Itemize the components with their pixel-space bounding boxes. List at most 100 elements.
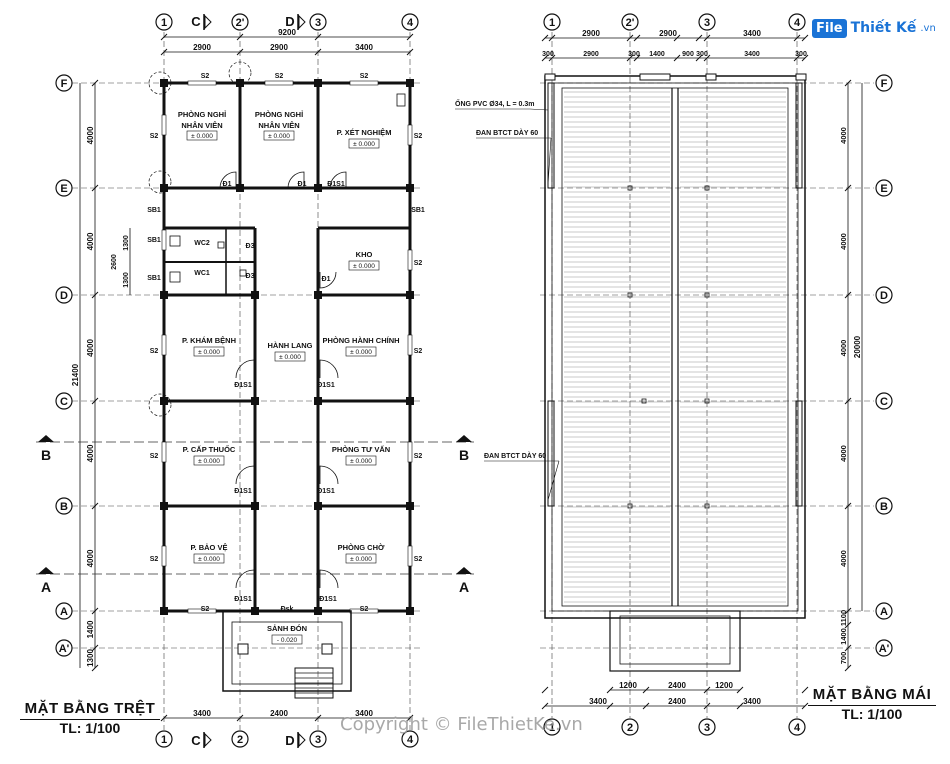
- room-name: SẢNH ĐÓN: [267, 624, 307, 633]
- room-name: PHÒNG CHỜ: [338, 543, 385, 552]
- room-name: HÀNH LANG: [268, 341, 313, 350]
- room-name: P. CẤP THUỐC: [183, 444, 236, 454]
- left-axis-bubble-2-circle: [55, 286, 73, 304]
- roof-bottom-axis-3-label: 4: [794, 722, 801, 734]
- pipe-outlet-3: [795, 73, 807, 81]
- toilet-1: [169, 235, 181, 247]
- logo-domain: .vn: [920, 22, 936, 34]
- tag-s2-4: S2: [414, 133, 423, 140]
- room-3: KHO± 0.000: [348, 250, 380, 271]
- roof-right-axis-0-circle: [875, 74, 893, 92]
- bottom-axis-bubble-4-label: 3: [315, 734, 321, 746]
- tag-s2-10: S2: [275, 73, 284, 80]
- dim-tick: [626, 34, 634, 42]
- dim-bottom-2: 3400: [355, 709, 373, 718]
- window-top-0: [187, 80, 217, 86]
- window-top-2: [349, 80, 379, 86]
- dim-tick: [314, 48, 322, 56]
- gutter-right-1: [795, 400, 803, 507]
- roof-dim-right-7: 700: [839, 652, 848, 665]
- left-axis-bubble-6-label: A': [59, 643, 70, 655]
- roof-dim-bottom2-0: 3400: [589, 697, 607, 706]
- marker-5: [704, 398, 710, 404]
- roof-bottom-axis-2-circle: [698, 718, 716, 736]
- marker-2: [627, 292, 633, 298]
- window-0: [161, 114, 167, 136]
- dim-tick: [844, 664, 852, 672]
- dim-tick: [801, 702, 809, 710]
- column-3: [406, 79, 414, 87]
- tag-sb1-0: SB1: [147, 207, 161, 214]
- roof-right-axis-2-circle: [875, 286, 893, 304]
- roof-right-axis-3-circle: [875, 392, 893, 410]
- roof-dim-top2-1: 2900: [583, 51, 599, 58]
- door-2: [287, 171, 305, 189]
- roof-top-axis-1-circle: [621, 13, 639, 31]
- column-17: [251, 502, 259, 510]
- dim-tick: [844, 291, 852, 299]
- roof-right-axis-2-label: D: [880, 290, 888, 302]
- dim-left-total: 21400: [71, 363, 80, 386]
- roof-dim-right-6: 1400: [839, 628, 848, 645]
- section-label-right-1: A: [459, 579, 469, 595]
- dim-tick: [844, 621, 852, 629]
- tag-d1s1-4: Đ1S1: [317, 488, 335, 495]
- tag-d3-1: Đ3: [246, 243, 255, 250]
- window-4: [161, 545, 167, 567]
- room-level: ± 0.000: [279, 354, 301, 361]
- roof-top-axis-0-label: 1: [549, 17, 555, 29]
- tag-wc1: WC1: [194, 270, 210, 277]
- marker-0: [627, 185, 633, 191]
- roof-dim-bottom1-0: 1200: [619, 681, 637, 690]
- column-18: [314, 502, 322, 510]
- dim-tick: [541, 686, 549, 694]
- top-axis-bubble-2-circle: [231, 13, 249, 31]
- tag-d1-0: Đ1: [223, 181, 232, 188]
- dim-tick: [844, 607, 852, 615]
- dim-tick: [91, 644, 99, 652]
- roof-dim-right-3: 4000: [839, 445, 848, 462]
- roof-plan-scale: TL: 1/100: [841, 706, 903, 722]
- door-capthuoc: [235, 465, 255, 485]
- level-box: [345, 346, 377, 357]
- dim-left-6: 1300: [86, 649, 95, 667]
- roof-dim-bottom2-1: 2400: [668, 697, 686, 706]
- tag-d1-1: Đ1: [298, 181, 307, 188]
- section-arrow: [204, 14, 212, 30]
- left-axis-bubble-3-circle: [55, 392, 73, 410]
- dim-tick: [541, 54, 549, 62]
- tag-s2-11: S2: [360, 73, 369, 80]
- roof-top-axis-0-circle: [543, 13, 561, 31]
- column-16: [160, 502, 168, 510]
- dim-tick: [541, 702, 549, 710]
- ground-plan-scale: TL: 1/100: [59, 720, 121, 736]
- roof-dim-top2-5: 300: [696, 51, 708, 58]
- pipe-outlet-2: [705, 73, 717, 81]
- roof-right-axis-6-label: A': [879, 643, 890, 655]
- bottom-axis-bubble-2-label: 2: [237, 734, 243, 746]
- column-19: [406, 502, 414, 510]
- roof-top-axis-2-label: 3: [704, 17, 710, 29]
- window-1: [161, 229, 167, 251]
- dim-tick: [793, 34, 801, 42]
- roof-note-1: ĐAN BTCT DÀY 60: [476, 128, 538, 137]
- window-9: [407, 545, 413, 567]
- room-6: PHÒNG HÀNH CHÍNH± 0.000: [322, 336, 400, 357]
- dim-tick: [736, 702, 744, 710]
- bottom-axis-bubble-2-circle: [231, 730, 249, 748]
- roof-right-axis-1-label: E: [880, 183, 887, 195]
- stair: [294, 667, 334, 699]
- roof-bottom-axis-0-label: 1: [549, 722, 555, 734]
- dim-tick: [160, 33, 168, 41]
- dim-tick: [406, 33, 414, 41]
- column-13: [251, 397, 259, 405]
- left-axis-bubble-4-circle: [55, 497, 73, 515]
- door-3: [329, 171, 347, 189]
- roof-top-axis-3-label: 4: [794, 17, 801, 29]
- gutter-left-1: [547, 400, 555, 507]
- ground-plan-title-block: MẶT BẰNG TRỆT TL: 1/100: [20, 700, 160, 736]
- column-0: [160, 79, 168, 87]
